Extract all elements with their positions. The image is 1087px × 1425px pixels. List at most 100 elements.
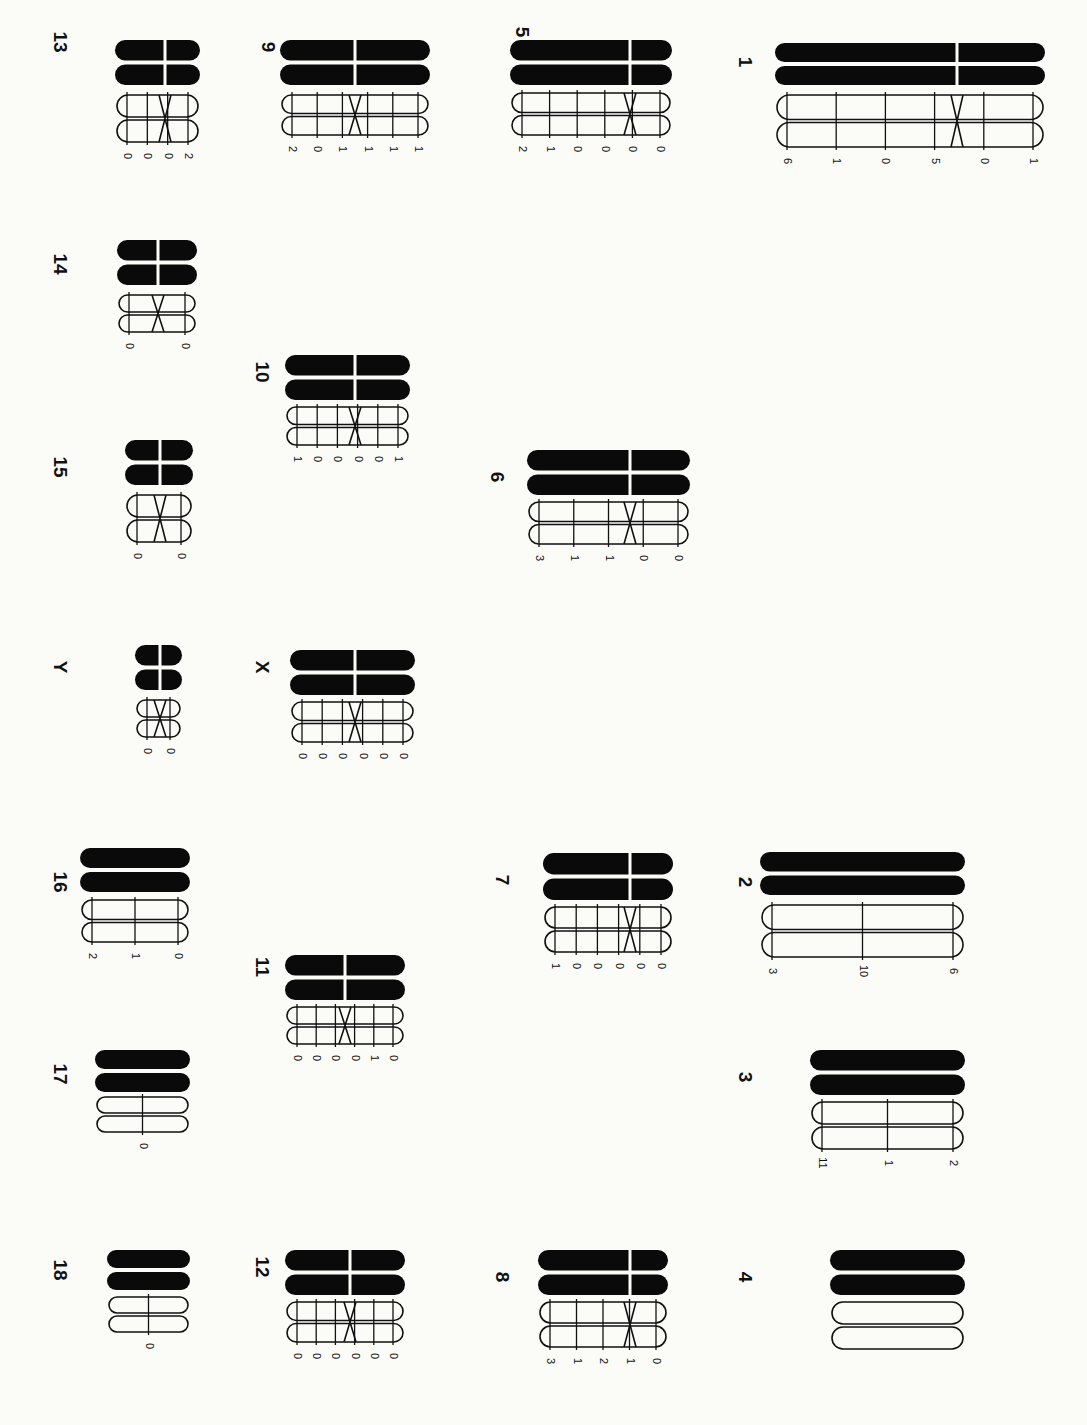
chiasma-tick [342,92,343,138]
chiasma-tick [887,1099,888,1152]
centromere-notch [184,1268,188,1272]
chiasma-count: 0 [137,1143,148,1149]
bivalent-outline [545,907,671,928]
chiasma-count: 1 [603,555,614,561]
centromere-notch [959,1071,963,1075]
chiasma-tick [655,1299,656,1350]
chiasma-tick [322,699,323,745]
chromatid-bar [543,853,673,875]
chiasma-count: 0 [142,748,153,754]
bivalent-outline [287,1007,403,1024]
chiasma-tick [618,904,619,955]
chiasma-count: 1 [130,953,141,959]
chromosome-number: 6 [488,472,507,483]
centromere-cross [349,95,361,135]
chiasma-count: 0 [311,1353,322,1359]
chiasma-count: 0 [292,1055,303,1061]
centromere-gap [164,39,167,86]
centromere-gap [956,42,959,86]
chiasma-tick [392,92,393,138]
chiasma-tick [128,292,129,335]
chiasma-tick [362,699,363,745]
chiasma-tick [639,904,640,955]
bivalent-outline [545,931,671,952]
chromosome-number: 14 [51,253,70,274]
chiasma-count: 0 [592,963,603,969]
chiasma-count: 2 [948,1160,959,1166]
chiasma-count: 1 [571,1358,582,1364]
centromere-cross [152,295,164,332]
chiasma-tick [771,902,772,960]
chromatid-bar [510,65,672,86]
chiasma-count: 0 [638,555,649,561]
chromatid-bar [775,66,1045,85]
centromere-cross [624,907,636,952]
chiasma-tick [91,897,92,945]
chiasma-tick [1032,92,1033,150]
chiasma-tick [677,499,678,547]
chiasma-count: 1 [368,1055,379,1061]
chromosome-number: 17 [51,1063,70,1084]
chiasma-tick [836,92,837,150]
chromatid-bar [290,650,415,671]
centromere-gap [159,439,162,486]
chromatid-bar [810,1050,965,1071]
chiasma-tick [126,92,127,145]
chromatid-bar [285,1275,405,1296]
chiasma-tick [187,92,188,145]
centromere-gap [629,449,632,496]
chiasma-tick [604,90,605,138]
bivalent-outline [117,95,198,117]
chiasma-tick [786,92,787,150]
chromatid-bar [285,380,410,401]
chiasma-count: 0 [124,343,135,349]
chiasma-tick [296,404,297,448]
chiasma-tick [342,699,343,745]
chromatid-bar [107,1272,190,1290]
chiasma-count: 2 [183,153,194,159]
chiasma-count: 0 [330,1353,341,1359]
chromosome-number: 15 [51,456,70,477]
chiasma-count: 0 [176,553,187,559]
centromere-cross [349,407,361,445]
chromatid-bar [760,876,965,896]
chiasma-tick [597,904,598,955]
chiasma-count: 2 [287,146,298,152]
chiasma-count: 0 [655,146,666,152]
chiasma-count: 0 [651,1358,662,1364]
bivalent-outline [512,116,670,136]
chiasma-count: 1 [550,963,561,969]
centromere-gap [349,1249,352,1296]
chiasma-count: 0 [292,1353,303,1359]
chromosome-number: 16 [51,871,70,892]
chiasma-tick [335,1004,336,1047]
chiasma-count: 0 [317,753,328,759]
centromere-notch [184,1069,188,1073]
chiasma-count: 1 [831,158,842,164]
chiasma-count: 1 [387,146,398,152]
chiasma-count: 0 [656,963,667,969]
bivalent-outline [777,123,1043,148]
chiasma-count: 1 [544,146,555,152]
chromosome-number: 8 [493,1272,512,1283]
centromere-gap [629,39,632,86]
chiasma-count: 0 [312,456,323,462]
centromere-cross [624,502,636,544]
centromere-gap [344,954,347,1001]
bivalent-outline [287,428,408,446]
chiasma-tick [602,1299,603,1350]
chiasma-tick [608,499,609,547]
chiasma-tick [554,904,555,955]
chiasma-tick [296,1299,297,1345]
chromatid-bar [285,1250,405,1271]
chiasma-tick [632,90,633,138]
chromatid-bar [115,40,200,61]
chiasma-count: 0 [571,963,582,969]
centromere-cross [154,495,166,542]
bivalent-outline [777,95,1043,120]
chromosome-number: X [253,661,272,674]
chiasma-tick [397,404,398,448]
chiasma-count: 2 [517,146,528,152]
chiasma-count: 0 [368,1353,379,1359]
